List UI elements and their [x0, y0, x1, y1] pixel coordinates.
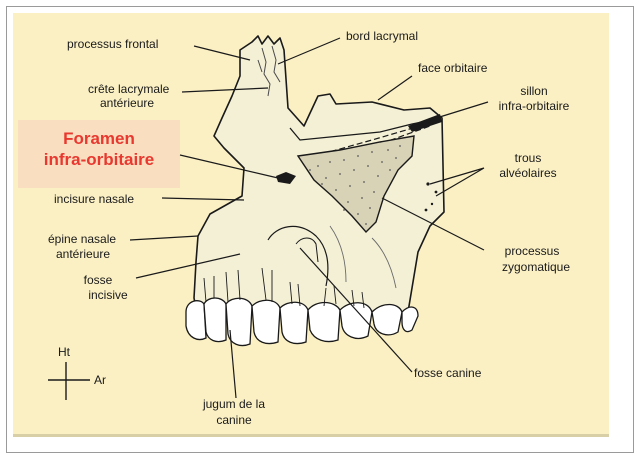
label-processus-line1: processus — [505, 244, 560, 258]
tooth-4 — [251, 299, 281, 345]
label-processus-frontal: processus frontal — [67, 37, 158, 51]
highlight-line-1: Foramen — [63, 129, 135, 148]
leader-processus-zygomatique — [381, 197, 485, 251]
zygomatic-stipple — [309, 145, 401, 225]
label-bord-lacrymal: bord lacrymal — [346, 29, 418, 43]
tooth-5 — [279, 301, 309, 345]
highlight-box — [18, 120, 180, 188]
label-jugum-line1: jugum de la — [202, 397, 265, 411]
tooth-3 — [225, 297, 253, 347]
orientation-cross — [48, 362, 90, 400]
tooth-8 — [371, 303, 403, 336]
label-processus-line2: zygomatique — [502, 260, 570, 274]
label-fosse-incisive-line2: incisive — [88, 288, 128, 302]
tooth-9 — [401, 306, 419, 333]
leader-fosse-canine — [299, 247, 413, 373]
leader-trous — [429, 167, 485, 197]
label-fosse-incisive-line1: fosse — [84, 273, 113, 287]
leader-processus-frontal — [193, 45, 251, 61]
jugum-contour — [295, 237, 319, 263]
label-face-orbitaire: face orbitaire — [418, 61, 488, 75]
tooth-6 — [307, 301, 341, 343]
label-jugum-line2: canine — [216, 413, 252, 427]
infraorbital-foramen — [276, 172, 296, 184]
zygomatic-process — [296, 135, 415, 234]
label-epine-line2: antérieure — [56, 247, 110, 261]
teeth — [185, 297, 419, 347]
leader-foramen — [179, 154, 279, 179]
leader-fosse-incisive — [135, 253, 241, 279]
leader-incisure — [161, 197, 245, 201]
tooth-2 — [203, 297, 227, 343]
frontal-process-texture — [257, 45, 281, 97]
leader-bord-lacrymal — [277, 37, 341, 65]
label-orientation-back: Ar — [94, 373, 106, 387]
label-crete-line1: crête lacrymale — [88, 82, 170, 96]
tooth-7 — [339, 302, 373, 340]
highlight-line-2: infra-orbitaire — [43, 150, 155, 169]
label-trous-line1: trous — [515, 151, 542, 165]
leader-epine — [129, 235, 199, 241]
alveolar-foramina — [424, 182, 438, 212]
leader-sillon — [429, 101, 489, 121]
label-sillon-line1: sillon — [520, 84, 547, 98]
leader-jugum — [229, 329, 237, 399]
lower-maxilla-crease — [329, 225, 397, 289]
leader-lines — [129, 37, 489, 399]
label-epine-line1: épine nasale — [48, 232, 116, 246]
label-trous-line2: alvéolaires — [499, 166, 556, 180]
canine-fossa-contour — [267, 225, 329, 287]
label-orientation-up: Ht — [58, 345, 71, 359]
panel-bottom-edge — [13, 434, 609, 437]
tooth-roots — [203, 267, 365, 309]
label-incisure-nasale: incisure nasale — [54, 192, 134, 206]
label-sillon-line2: infra-orbitaire — [499, 99, 570, 113]
leader-face-orbitaire — [377, 75, 413, 101]
label-fosse-canine: fosse canine — [414, 366, 482, 380]
highlight-label: Foramen infra-orbitaire — [18, 128, 180, 170]
label-crete-line2: antérieure — [100, 96, 154, 110]
leader-crete — [181, 87, 269, 93]
tooth-1 — [185, 300, 207, 341]
